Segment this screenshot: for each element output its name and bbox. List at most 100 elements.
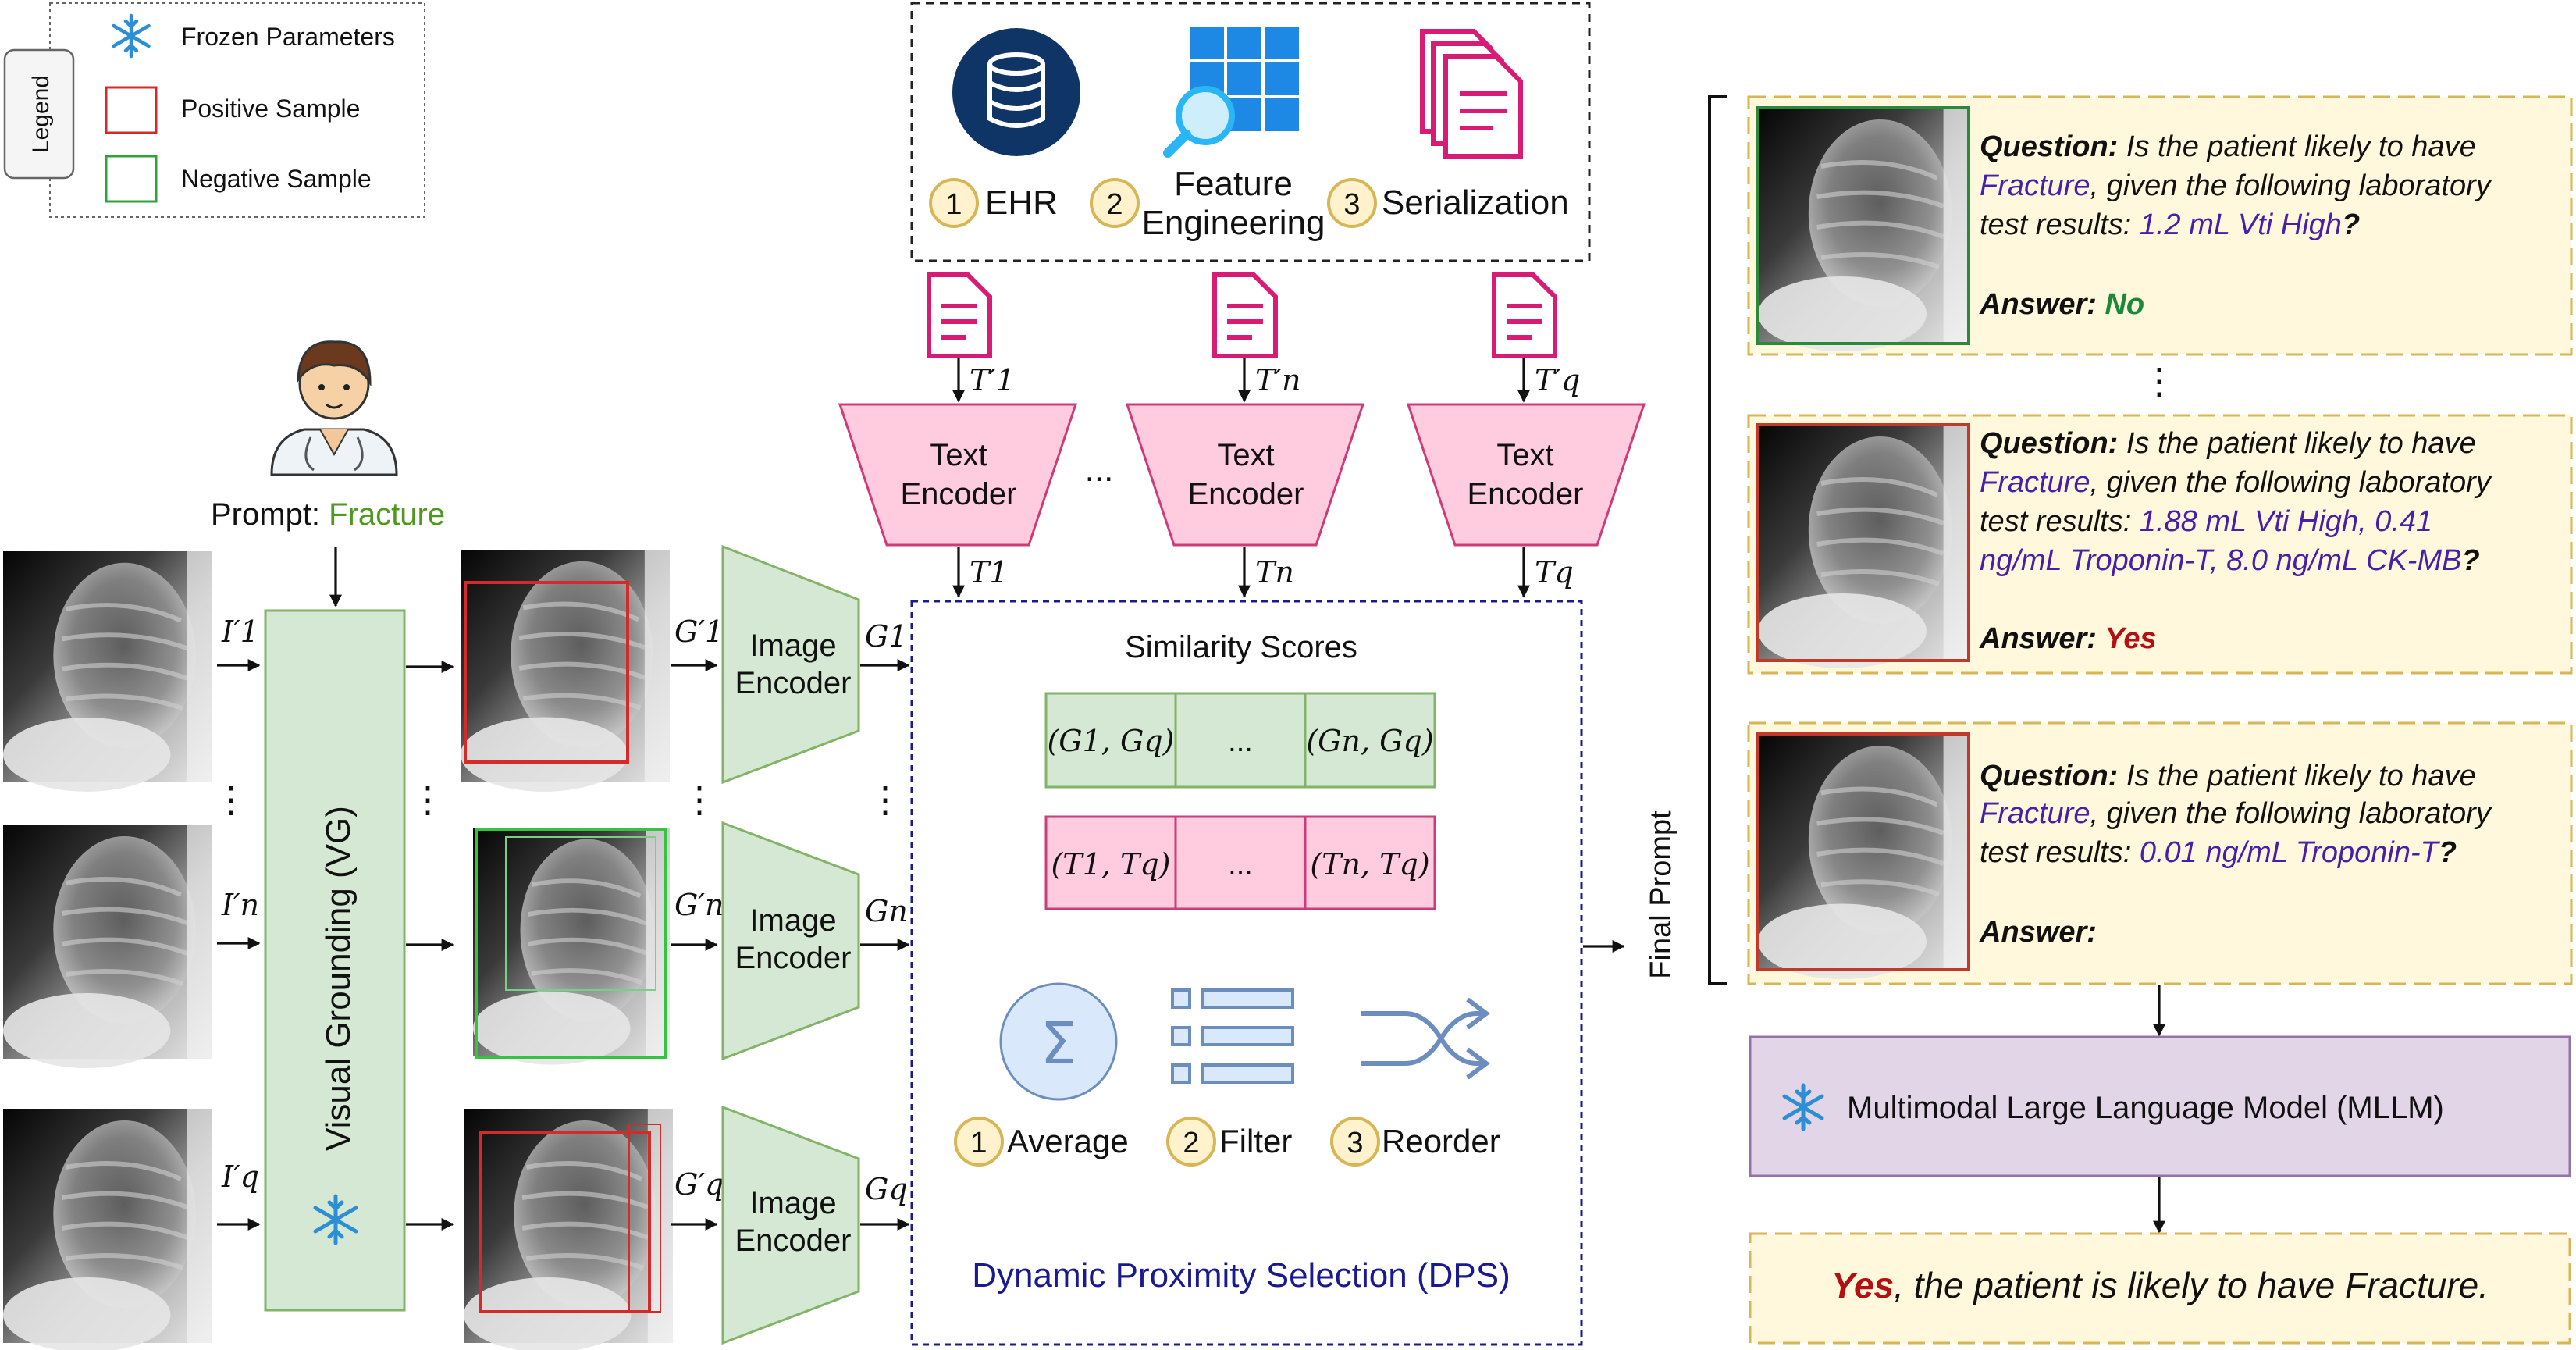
svg-text:test results: 1.88 mL Vti High: test results: 1.88 mL Vti High, 0.41: [1980, 505, 2432, 538]
svg-text:(G1, Gq): (G1, Gq): [1047, 724, 1174, 758]
svg-text:1: 1: [945, 188, 962, 221]
vertical-ellipsis: ⋮: [867, 779, 903, 820]
ehr-step-2-label-2: Engineering: [1142, 204, 1325, 242]
qa-card-2: Question: Is the patient likely to have …: [1747, 414, 2573, 675]
grounded-xray-1: [461, 550, 670, 792]
ehr-step-3: 3 Serialization: [1327, 178, 1569, 228]
svg-text:(Tn, Tq): (Tn, Tq): [1310, 847, 1429, 882]
mllm-block: Multimodal Large Language Model (MLLM): [1749, 1035, 2571, 1177]
ehr-step-2: 2 Feature Engineering: [1090, 165, 1325, 242]
text-input-label-q: T′q: [1535, 363, 1580, 397]
ehr-step-3-label: Serialization: [1382, 183, 1569, 222]
qa-card-1-question: Question: Is the patient likely to have: [1980, 130, 2476, 163]
svg-text:...: ...: [1228, 725, 1253, 758]
snowflake-icon: [112, 13, 151, 59]
visual-grounding-block: [264, 609, 406, 1312]
qa-card-3-xray: [1758, 734, 1969, 979]
svg-text:Text: Text: [1496, 438, 1553, 472]
dps-step-1: 1 Average: [954, 1117, 1129, 1167]
encoded-label-q: Gq: [865, 1172, 908, 1206]
sigma-icon: Σ: [999, 982, 1118, 1101]
output-answer-word: Yes: [1831, 1265, 1894, 1305]
dps-step-3: 3 Reorder: [1330, 1117, 1500, 1167]
svg-text:3: 3: [1347, 1127, 1363, 1159]
svg-text:(Gn, Gq): (Gn, Gq): [1306, 724, 1433, 758]
image-encoder-n: Image Encoder: [721, 821, 860, 1061]
svg-text:Fracture, given the following: Fracture, given the following laboratory: [1980, 797, 2492, 830]
svg-text:Encoder: Encoder: [735, 666, 852, 700]
legend-frozen-label: Frozen Parameters: [181, 23, 395, 51]
input-xray-q: [3, 1109, 212, 1350]
dps-step-1-label: Average: [1007, 1123, 1129, 1159]
vertical-ellipsis: ⋮: [410, 779, 446, 820]
grounded-label-q: G′q: [674, 1167, 724, 1202]
qa-card-2-question: Question: Is the patient likely to have: [1980, 427, 2476, 460]
svg-text:(T1, Tq): (T1, Tq): [1051, 847, 1170, 882]
svg-text:Image: Image: [749, 903, 836, 938]
svg-text:ng/mL Troponin-T, 8.0 ng/mL CK: ng/mL Troponin-T, 8.0 ng/mL CK-MB?: [1980, 544, 2480, 577]
svg-text:Yes, the patient is likely to: Yes, the patient is likely to have Fract…: [1831, 1265, 2489, 1305]
shuffle-icon: [1361, 997, 1490, 1080]
mllm-snowflake-icon: [1782, 1083, 1824, 1131]
svg-text:Image: Image: [749, 629, 836, 663]
qa-card-2-xray: [1758, 425, 1969, 668]
qa-card-2-answer: Answer: Yes: [1979, 622, 2157, 655]
qa-card-3-question: Question: Is the patient likely to have: [1980, 760, 2476, 793]
grounded-label-n: G′n: [674, 888, 724, 922]
prompt-text: Prompt: Fracture: [211, 497, 445, 532]
positive-sample-swatch: [105, 86, 158, 134]
database-icon: [952, 28, 1080, 156]
svg-text:Fracture, given the following: Fracture, given the following laboratory: [1980, 169, 2492, 202]
negative-sample-swatch: [105, 155, 158, 203]
prompt-value: Fracture: [329, 497, 445, 532]
output-answer-rest: , the patient is likely to have Fracture…: [1894, 1265, 2489, 1305]
svg-text:Encoder: Encoder: [735, 941, 852, 975]
grounded-xray-n: [473, 828, 670, 1065]
vg-snowflake-icon: [313, 1194, 358, 1245]
svg-text:2: 2: [1106, 188, 1123, 221]
grounded-label-1: G′1: [674, 614, 724, 649]
grounded-xray-q: [464, 1109, 673, 1350]
final-prompt-label: Final Prompt: [1645, 810, 1678, 979]
qa-card-3-answer: Answer:: [1979, 916, 2097, 949]
svg-text:test results: 0.01 ng/mL Tropo: test results: 0.01 ng/mL Troponin-T?: [1980, 836, 2457, 869]
legend-box: [49, 2, 425, 218]
output-answer-box: Yes, the patient is likely to have Fract…: [1749, 1232, 2571, 1345]
qa-card-3: Question: Is the patient likely to have …: [1747, 721, 2573, 985]
svg-text:3: 3: [1343, 188, 1360, 221]
visual-grounding-label: Visual Grounding (VG): [319, 806, 358, 1151]
text-output-label-n: Tn: [1255, 555, 1294, 590]
legend: Legend Frozen Parameters Positive Sample…: [3, 2, 425, 218]
image-similarity-row: (G1, Gq) ... (Gn, Gq): [1044, 692, 1436, 789]
svg-text:test results: 1.2 mL Vti High?: test results: 1.2 mL Vti High?: [1980, 208, 2360, 241]
svg-text:1: 1: [970, 1127, 987, 1159]
qa-card-1-xray: [1758, 108, 1969, 351]
ehr-step-1: 1 EHR: [929, 178, 1058, 228]
encoded-label-1: G1: [865, 619, 908, 654]
dps-step-3-label: Reorder: [1382, 1123, 1500, 1159]
ehr-step-2-label-1: Feature: [1174, 165, 1293, 203]
text-output-label-1: T1: [970, 555, 1009, 590]
svg-text:Encoder: Encoder: [1188, 477, 1304, 511]
qa-card-1-answer: Answer: No: [1979, 288, 2144, 321]
similarity-scores-title: Similarity Scores: [1125, 630, 1357, 664]
text-encoder-q: Text Encoder: [1406, 403, 1646, 547]
input-label-q: I′q: [221, 1159, 259, 1194]
svg-text:2: 2: [1183, 1127, 1199, 1159]
grid-search-icon: [1163, 27, 1300, 158]
qa-card-1: Question: Is the patient likely to have …: [1747, 95, 2573, 356]
image-encoder-1: Image Encoder: [721, 544, 860, 785]
svg-text:Encoder: Encoder: [735, 1224, 852, 1258]
vertical-ellipsis: ⋮: [2141, 361, 2177, 401]
prompt-prefix: Prompt:: [211, 497, 329, 532]
image-encoder-q: Image Encoder: [721, 1105, 860, 1345]
svg-text:Encoder: Encoder: [1468, 477, 1584, 511]
legend-negative-label: Negative Sample: [181, 165, 372, 193]
dps-step-2-label: Filter: [1219, 1123, 1292, 1159]
svg-text:Text: Text: [1217, 438, 1274, 472]
input-xray-1: [3, 551, 212, 792]
svg-text:Text: Text: [930, 438, 987, 472]
input-xray-n: [3, 825, 212, 1068]
text-encoder-1: Text Encoder: [838, 403, 1078, 547]
